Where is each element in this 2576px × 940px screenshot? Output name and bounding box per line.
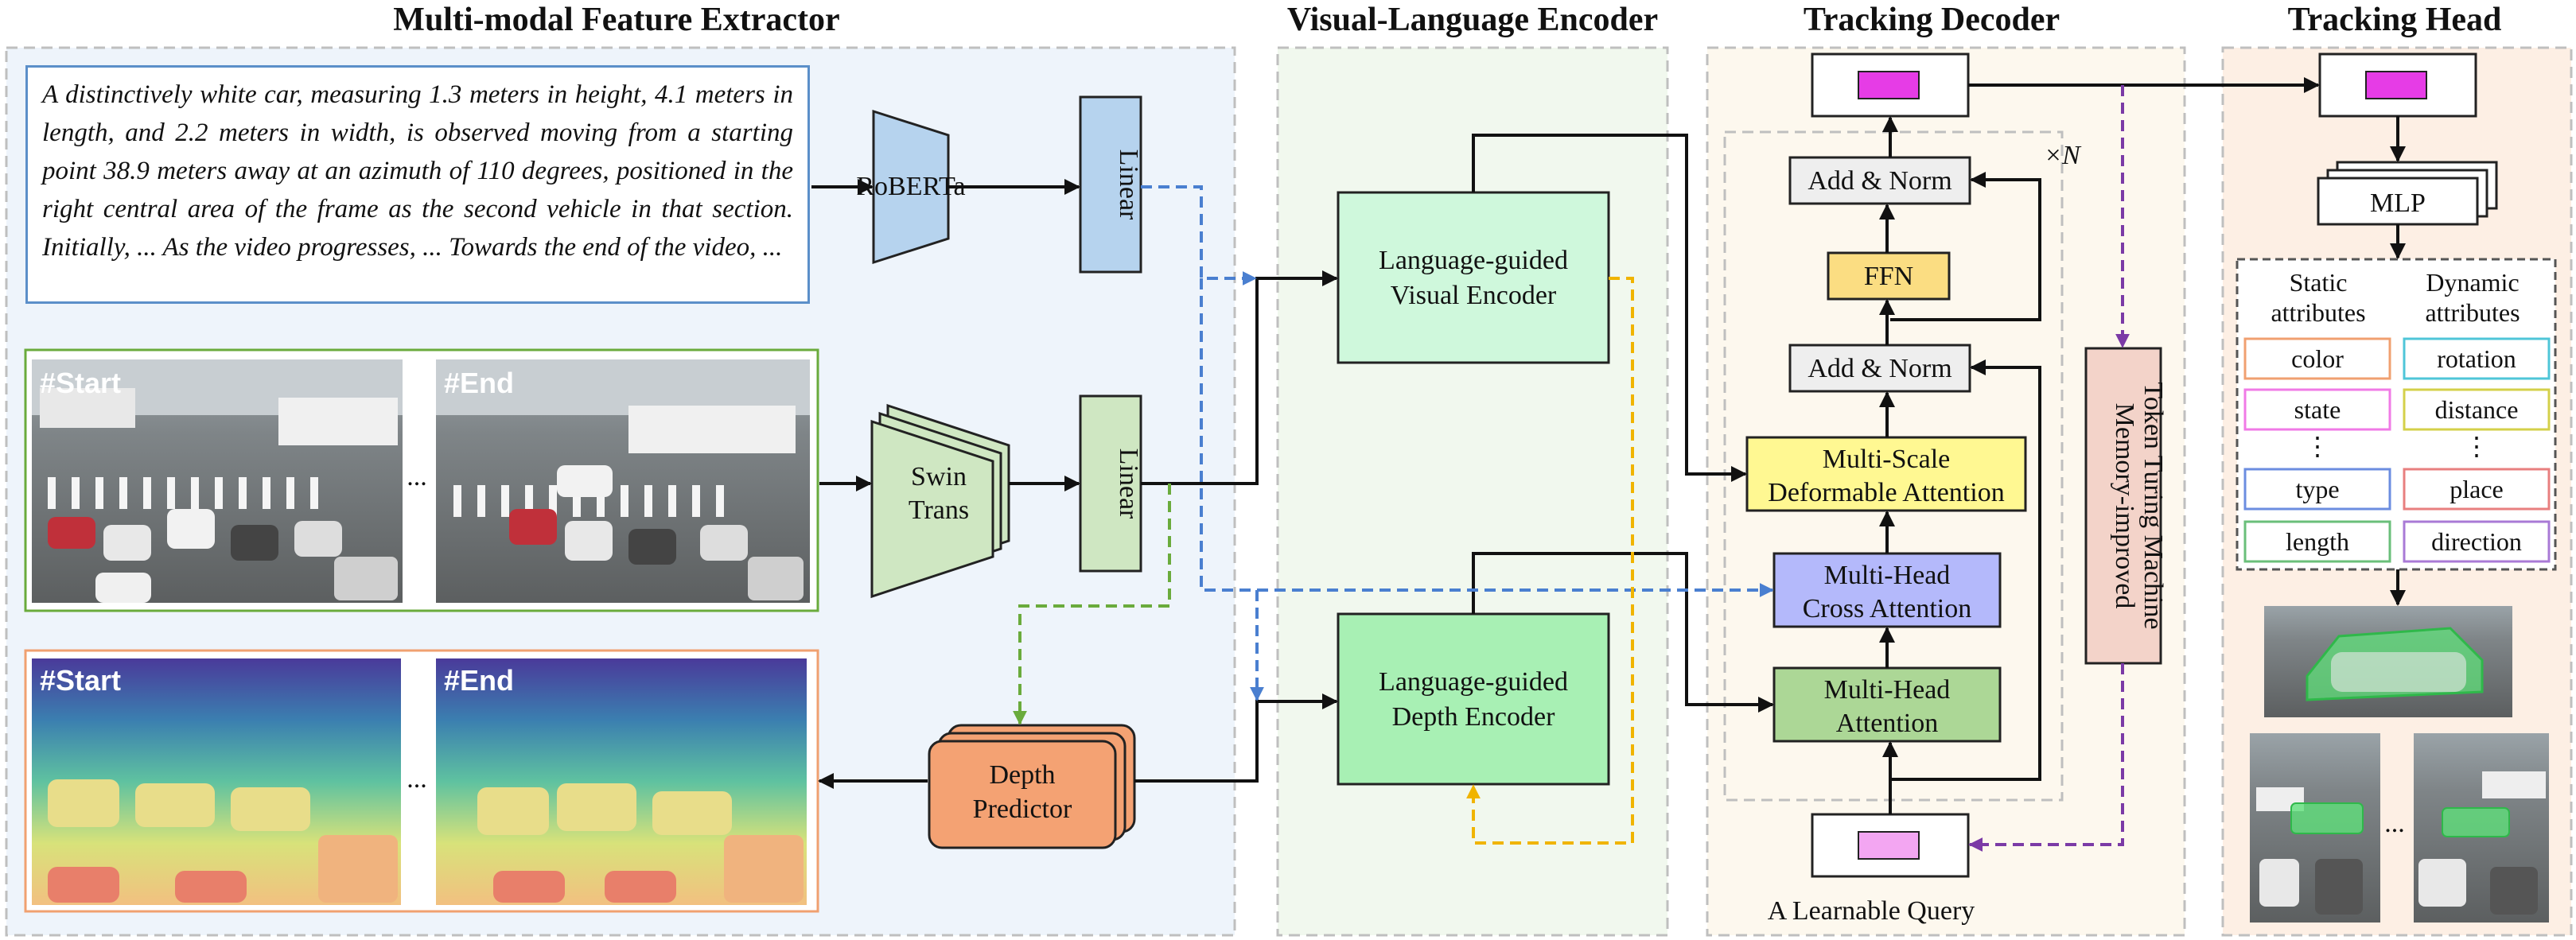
end-frame-image: [436, 359, 810, 603]
attr-place-box: [2403, 468, 2551, 511]
msda-label-1: Multi-Scale: [1823, 445, 1951, 474]
tracked-car-closeup: [2264, 606, 2512, 717]
attr-color-box: [2243, 337, 2391, 380]
start-frame-image: [32, 359, 403, 603]
depth-predictor-label-1: Depth: [989, 760, 1055, 790]
decoder-layer-frame: [1723, 130, 2064, 802]
depth-predictor-label-2: Predictor: [973, 794, 1072, 824]
add-norm-top-block: [1788, 156, 1971, 205]
memory-machine-block: [2084, 347, 2162, 665]
depth-encoder-block: [1337, 612, 1610, 786]
repeat-n-label: ×N: [2044, 141, 2082, 170]
end-depth-tag: #End: [444, 664, 514, 697]
memory-machine-label-2: Token Turing Machine: [2138, 382, 2168, 629]
swin-trans-block: [870, 403, 1010, 599]
text-feature-to-visual-encoder: [1141, 185, 1257, 285]
linear-text-label: Linear: [1114, 150, 1143, 220]
dynamic-attributes-label-2: attributes: [2425, 298, 2520, 327]
depth-encoder-label-2: Depth Encoder: [1392, 702, 1556, 732]
start-frame-tag: #Start: [40, 367, 121, 399]
attr-length-box: [2243, 520, 2391, 563]
tracked-result-start: [2250, 733, 2380, 923]
depth-ellipsis: ...: [407, 764, 427, 794]
attr-type: type: [2295, 475, 2339, 503]
add-norm-mid-label: Add & Norm: [1807, 354, 1951, 383]
roberta-label: RoBERTa: [856, 172, 965, 201]
extractor-title: Multi-modal Feature Extractor: [393, 2, 839, 38]
mhca-label-2: Cross Attention: [1803, 594, 1972, 623]
depth-predictor-block: [928, 724, 1136, 849]
add-norm-top-label: Add & Norm: [1807, 166, 1951, 196]
static-attributes-label-2: attributes: [2271, 298, 2365, 327]
linear-text-block: [1079, 95, 1142, 274]
start-depth-tag: #Start: [40, 664, 121, 697]
attr-place: place: [2450, 475, 2504, 503]
dynamic-attributes-label-1: Dynamic: [2426, 268, 2519, 297]
attr-distance-box: [2403, 388, 2551, 431]
learnable-query-label: A Learnable Query: [1768, 896, 1975, 926]
text-feature-to-cross-attention: [1200, 278, 1774, 597]
attr-rotation: rotation: [2437, 344, 2516, 373]
text-description-box: A distinctively white car, measuring 1.3…: [25, 65, 810, 304]
static-attributes-label-1: Static: [2290, 268, 2348, 297]
head-token: [2365, 71, 2427, 99]
swin-label-2: Trans: [909, 495, 969, 525]
dynamic-vdots: ⋮: [2464, 432, 2489, 460]
static-vdots: ⋮: [2305, 432, 2330, 460]
attr-rotation-box: [2403, 337, 2551, 380]
mha-label-2: Attention: [1836, 709, 1938, 738]
visual-encoder-label-1: Language-guided: [1379, 246, 1568, 275]
attr-state-box: [2243, 388, 2391, 431]
visual-to-depth-encoder-loop: [1466, 277, 1634, 845]
mlp-label: MLP: [2370, 188, 2426, 218]
depth-encoder-label-1: Language-guided: [1379, 667, 1568, 697]
attr-color: color: [2291, 344, 2344, 373]
memory-machine-label-1: Memory-improved: [2110, 403, 2139, 609]
decoder-title: Tracking Decoder: [1804, 2, 2060, 38]
attr-length: length: [2286, 527, 2349, 556]
mha-label-1: Multi-Head: [1824, 675, 1951, 705]
end-depth-image: [436, 658, 807, 905]
visual-encoder-block: [1337, 191, 1610, 364]
swin-label-1: Swin: [911, 462, 967, 491]
end-frame-tag: #End: [444, 367, 514, 399]
linear-visual-label: Linear: [1114, 449, 1143, 519]
attr-state: state: [2294, 395, 2341, 424]
tracked-result-end: [2414, 733, 2549, 923]
results-ellipsis: ...: [2384, 809, 2405, 838]
encoder-title: Visual-Language Encoder: [1287, 2, 1658, 38]
flow-arrows: [811, 77, 2406, 814]
roberta-block: [872, 109, 950, 265]
visual-encoder-label-2: Visual Encoder: [1391, 281, 1557, 310]
text-description: A distinctively white car, measuring 1.3…: [42, 80, 793, 262]
mhca-label-1: Multi-Head: [1824, 561, 1951, 590]
attr-direction: direction: [2431, 527, 2522, 556]
query-token: [1858, 831, 1920, 860]
ffn-label: FFN: [1864, 262, 1913, 291]
frames-ellipsis: ...: [407, 462, 427, 491]
attr-direction-box: [2403, 520, 2551, 563]
head-title: Tracking Head: [2288, 2, 2502, 38]
mlp-block: [2317, 161, 2498, 226]
start-depth-image: [32, 658, 401, 905]
linear-visual-block: [1079, 394, 1142, 573]
visual-feature-to-depth-predictor: [1013, 484, 1171, 725]
msda-label-2: Deformable Attention: [1768, 478, 2004, 507]
attr-distance: distance: [2435, 395, 2519, 424]
attr-type-box: [2243, 468, 2391, 511]
mha-block: [1772, 666, 2002, 743]
output-token: [1858, 71, 1920, 99]
memory-write-arrow: [1968, 663, 2124, 852]
add-norm-mid-block: [1788, 344, 1971, 393]
